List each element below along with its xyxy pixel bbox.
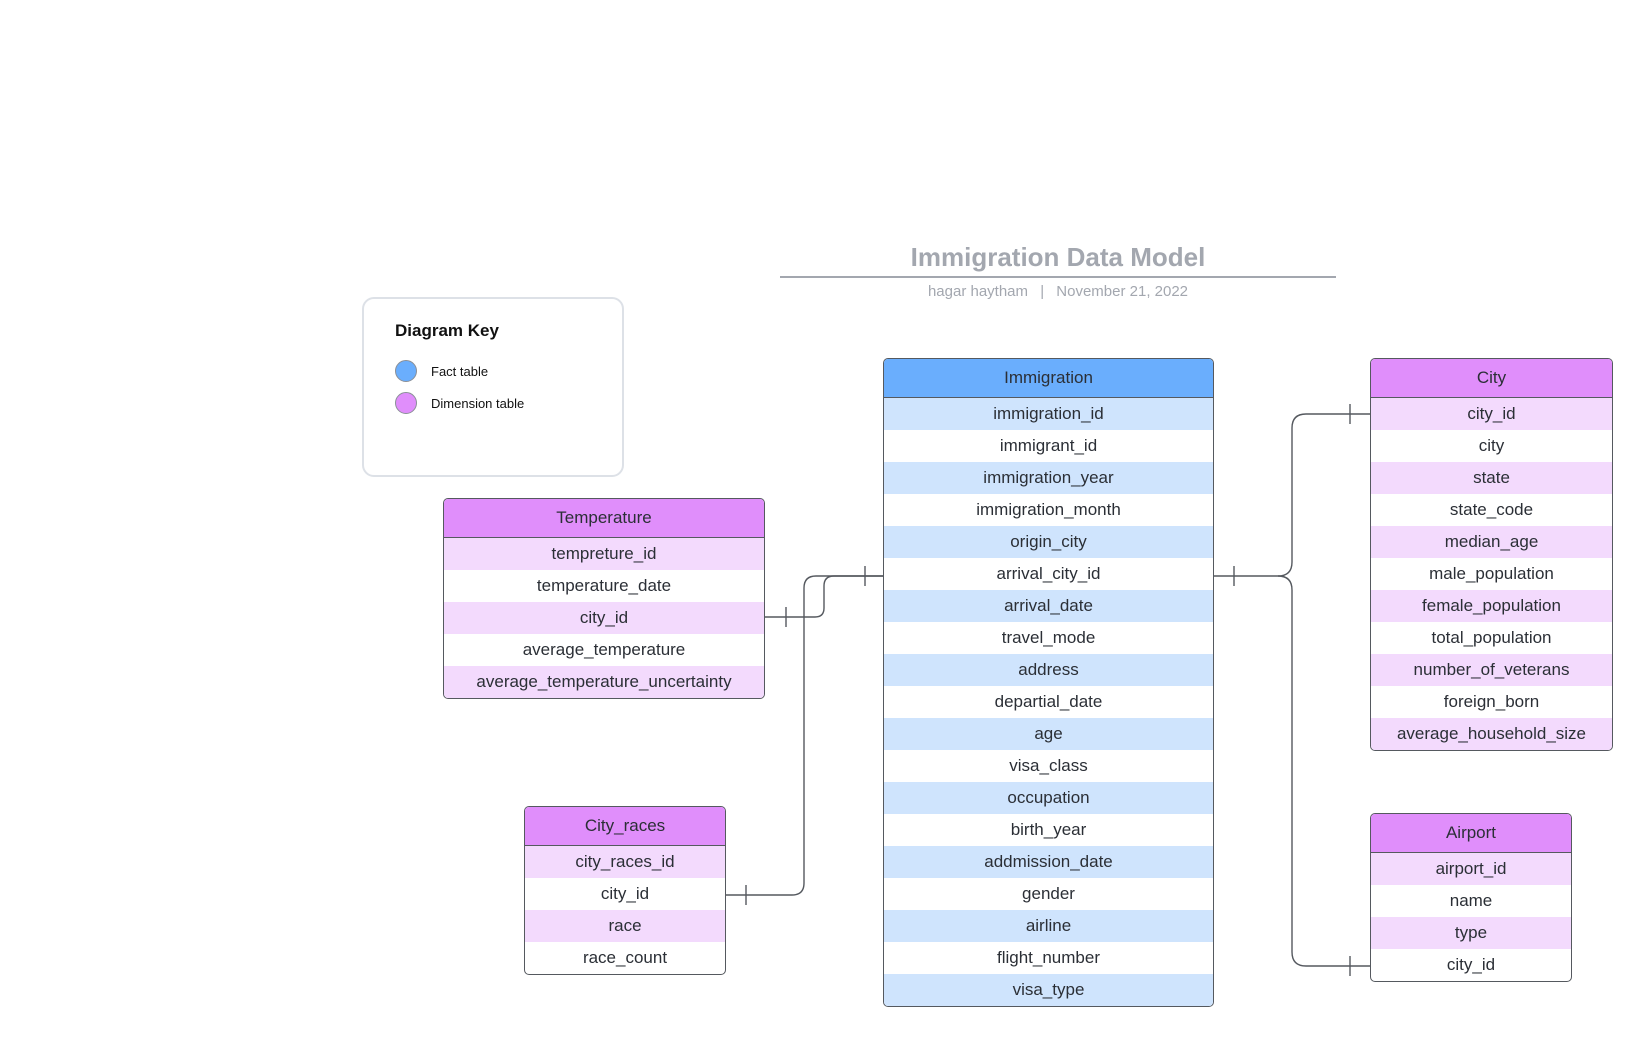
key-item-fact: Fact table xyxy=(395,359,488,383)
dimension-color-swatch xyxy=(395,392,417,414)
field-row: city_id xyxy=(1371,398,1612,430)
field-row: immigrant_id xyxy=(999,436,1098,455)
key-label-dimension: Dimension table xyxy=(431,395,525,411)
field-row: immigration_year xyxy=(884,462,1213,494)
diagram-key[interactable]: Diagram Key Fact table Dimension table xyxy=(362,297,624,477)
diagram-title: Immigration Data Model xyxy=(910,242,1206,272)
field-row: arrival_city_id xyxy=(996,564,1101,583)
field-row: foreign_born xyxy=(1443,692,1540,711)
field-row: occupation xyxy=(884,782,1213,814)
field-row: city xyxy=(1478,436,1505,455)
field-row: visa_type xyxy=(884,974,1213,1006)
field-row: race_count xyxy=(582,948,668,967)
field-row: travel_mode xyxy=(1001,628,1096,647)
diagram-key-title: Diagram Key xyxy=(395,321,499,340)
title-divider xyxy=(780,276,1336,278)
field-row: airline xyxy=(884,910,1213,942)
table-header-city: City xyxy=(1371,359,1612,398)
field-row: male_population xyxy=(1429,564,1554,583)
fact-color-swatch xyxy=(395,360,417,382)
table-header-city-races: City_races xyxy=(525,807,725,846)
key-label-fact: Fact table xyxy=(431,363,489,379)
field-row: arrival_date xyxy=(884,590,1213,622)
field-row: departial_date xyxy=(994,692,1103,711)
field-row: name xyxy=(1449,891,1493,910)
field-row: immigration_id xyxy=(884,398,1213,430)
field-row: city_id xyxy=(1446,955,1496,974)
connector-immigration-city xyxy=(1214,413,1371,577)
key-item-dimension: Dimension table xyxy=(395,391,524,415)
table-temperature[interactable]: Temperature tempreture_id temperature_dat… xyxy=(443,498,765,699)
diagram-date: November 21, 2022 xyxy=(1056,283,1189,300)
field-row: median_age xyxy=(1371,526,1612,558)
table-header-immigration: Immigration xyxy=(884,359,1213,398)
field-row: city_id xyxy=(444,602,764,634)
field-row: flight_number xyxy=(996,948,1100,967)
field-row: average_temperature_uncertainty xyxy=(444,666,764,698)
field-row: average_temperature xyxy=(522,640,686,659)
field-row: state xyxy=(1371,462,1612,494)
field-row: female_population xyxy=(1371,590,1612,622)
field-row: gender xyxy=(1022,884,1075,903)
field-row: city_races_id xyxy=(525,846,725,878)
field-row: average_household_size xyxy=(1371,718,1612,750)
field-row: birth_year xyxy=(1010,820,1087,839)
field-row: immigration_month xyxy=(976,500,1121,519)
table-header-airport: Airport xyxy=(1371,814,1571,853)
connector-cityraces-immigration xyxy=(724,575,883,896)
field-row: addmission_date xyxy=(884,846,1213,878)
field-row: address xyxy=(884,654,1213,686)
field-row: number_of_veterans xyxy=(1371,654,1612,686)
diagram-subtitle: hagar haytham | November 21, 2022 xyxy=(780,283,1336,300)
field-row: type xyxy=(1371,917,1571,949)
field-row: tempreture_id xyxy=(444,538,764,570)
field-row: total_population xyxy=(1431,628,1552,647)
field-row: state_code xyxy=(1449,500,1534,519)
field-row: origin_city xyxy=(884,526,1213,558)
table-rows-immigration: immigration_id immigrant_id immigration_ye… xyxy=(884,398,1213,1006)
author-name: hagar haytham xyxy=(927,283,1029,300)
field-row: airport_id xyxy=(1371,853,1571,885)
field-row: visa_class xyxy=(1009,756,1088,775)
field-row: race xyxy=(525,910,725,942)
field-row: temperature_date xyxy=(536,576,672,595)
connector-immigration-airport xyxy=(1277,575,1371,967)
field-row: city_id xyxy=(600,884,650,903)
subtitle-separator: | xyxy=(1040,283,1045,300)
table-header-temperature: Temperature xyxy=(444,499,764,538)
field-row: age xyxy=(884,718,1213,750)
